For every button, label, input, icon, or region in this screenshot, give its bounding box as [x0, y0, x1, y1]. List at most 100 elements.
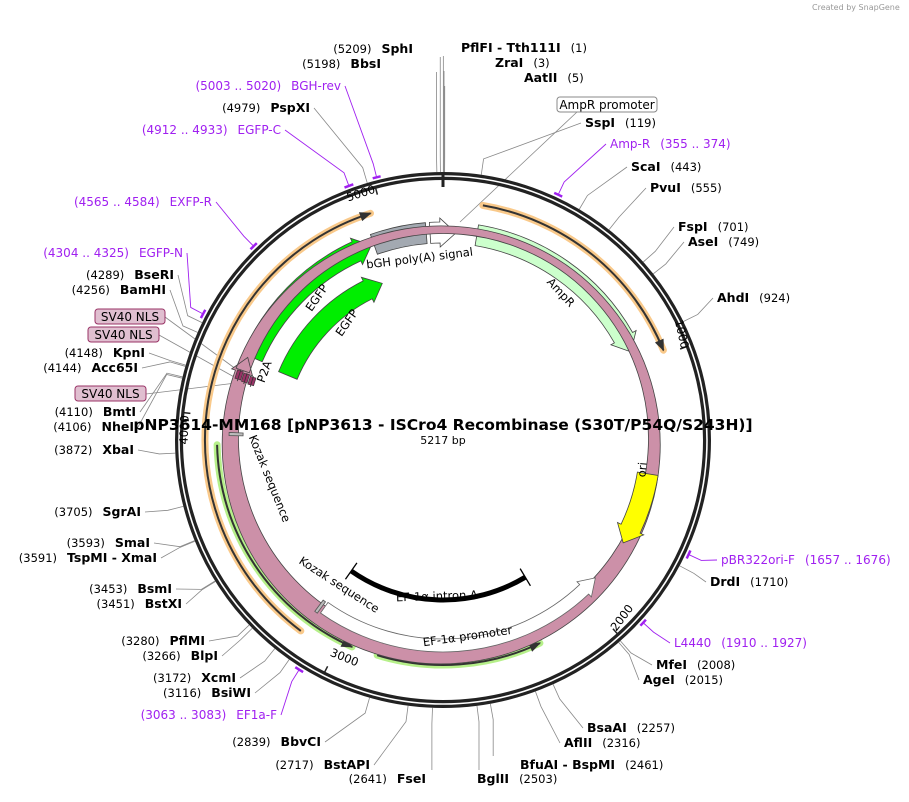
- enzyme-site[interactable]: FspI(701): [678, 219, 749, 234]
- enzyme-label[interactable]: PvuI(555): [650, 180, 722, 195]
- enzyme-label[interactable]: BsaAI(2257): [587, 720, 675, 735]
- enzyme-label[interactable]: (4110)BmtI: [55, 404, 136, 419]
- primer[interactable]: L4440(1910 .. 1927): [639, 618, 807, 650]
- enzyme-site[interactable]: (3453)BsmI: [89, 581, 172, 596]
- primer[interactable]: (4565 .. 4584)EXFP-R: [74, 195, 258, 251]
- orf-line[interactable]: [216, 444, 353, 648]
- enzyme-site[interactable]: SspI(119): [585, 115, 656, 130]
- enzyme-site[interactable]: PflFI - Tth111I(1): [461, 40, 587, 55]
- primer[interactable]: (4912 .. 4933)EGFP-C: [142, 123, 354, 189]
- enzyme-site[interactable]: AgeI(2015): [643, 672, 723, 687]
- primer-label[interactable]: (4304 .. 4325)EGFP-N: [43, 246, 183, 260]
- sv40-nls-label-box[interactable]: SV40 NLS: [94, 308, 166, 325]
- enzyme-site[interactable]: MfeI(2008): [656, 657, 735, 672]
- enzyme-label[interactable]: (4979)PspXI: [222, 100, 310, 115]
- enzyme-label[interactable]: AflII(2316): [564, 735, 641, 750]
- enzyme-label[interactable]: (3266)BlpI: [142, 648, 218, 663]
- enzyme-site[interactable]: AatII(5): [524, 70, 584, 85]
- enzyme-label[interactable]: (3116)BsiWI: [163, 685, 251, 700]
- primer-mark[interactable]: [553, 191, 563, 198]
- primer-label[interactable]: (4565 .. 4584)EXFP-R: [74, 195, 212, 209]
- enzyme-site[interactable]: AseI(749): [688, 234, 759, 249]
- primer-mark[interactable]: [294, 666, 304, 674]
- enzyme-site[interactable]: (3266)BlpI: [142, 648, 218, 663]
- enzyme-label[interactable]: (4106)NheI: [53, 419, 134, 434]
- enzyme-site[interactable]: (4289)BseRI: [86, 267, 174, 282]
- primer-label[interactable]: pBR322ori-F(1657 .. 1676): [721, 553, 891, 567]
- enzyme-site[interactable]: (3705)SgrAI: [54, 504, 141, 519]
- enzyme-site[interactable]: (2839)BbvCI: [232, 734, 321, 749]
- enzyme-label[interactable]: PflFI - Tth111I(1): [461, 40, 587, 55]
- enzyme-label[interactable]: SspI(119): [585, 115, 656, 130]
- feature-ef-1a-intron-a[interactable]: [349, 568, 527, 603]
- orf-line[interactable]: [203, 212, 371, 632]
- feature-ef-1-promoter[interactable]: [319, 577, 596, 653]
- primer-label[interactable]: Amp-R(355 .. 374): [610, 137, 731, 151]
- primer[interactable]: (4304 .. 4325)EGFP-N: [43, 246, 207, 319]
- enzyme-site[interactable]: (4979)PspXI: [222, 100, 310, 115]
- feature-ori[interactable]: [616, 471, 659, 544]
- enzyme-site[interactable]: (3872)XbaI: [54, 442, 134, 457]
- enzyme-label[interactable]: AatII(5): [524, 70, 584, 85]
- enzyme-label[interactable]: (4289)BseRI: [86, 267, 174, 282]
- enzyme-site[interactable]: (4256)BamHI: [72, 282, 166, 297]
- enzyme-label[interactable]: ScaI(443): [631, 159, 701, 174]
- enzyme-label[interactable]: BfuAI - BspMI(2461): [520, 757, 663, 772]
- enzyme-label[interactable]: DrdI(1710): [710, 574, 788, 589]
- enzyme-site[interactable]: BglII(2503): [477, 771, 557, 786]
- enzyme-label[interactable]: (2717)BstAPI: [275, 757, 370, 772]
- primer-mark[interactable]: [199, 309, 207, 319]
- enzyme-site[interactable]: DrdI(1710): [710, 574, 788, 589]
- orf-line[interactable]: [376, 642, 541, 666]
- enzyme-label[interactable]: (5209)SphI: [333, 41, 413, 56]
- enzyme-site[interactable]: (3591)TspMI - XmaI: [19, 550, 157, 565]
- enzyme-site[interactable]: (5209)SphI: [333, 41, 413, 56]
- enzyme-label[interactable]: (3705)SgrAI: [54, 504, 141, 519]
- enzyme-site[interactable]: (4110)BmtI: [55, 404, 136, 419]
- enzyme-label[interactable]: (5198)BbsI: [302, 56, 381, 71]
- primer-mark[interactable]: [372, 175, 381, 180]
- enzyme-label[interactable]: FspI(701): [678, 219, 749, 234]
- enzyme-label[interactable]: (3591)TspMI - XmaI: [19, 550, 157, 565]
- feature-ampr[interactable]: [474, 224, 637, 353]
- enzyme-label[interactable]: ZraI(3): [495, 55, 550, 70]
- primer-mark[interactable]: [249, 242, 258, 251]
- enzyme-label[interactable]: (3872)XbaI: [54, 442, 134, 457]
- enzyme-site[interactable]: (2641)FseI: [349, 771, 426, 786]
- enzyme-label[interactable]: BglII(2503): [477, 771, 557, 786]
- enzyme-site[interactable]: (4144)Acc65I: [43, 360, 138, 375]
- sv40-nls-label-box[interactable]: SV40 NLS: [74, 385, 147, 402]
- primer-label[interactable]: (4912 .. 4933)EGFP-C: [142, 123, 281, 137]
- enzyme-site[interactable]: (3172)XcmI: [153, 670, 236, 685]
- enzyme-label[interactable]: (2641)FseI: [349, 771, 426, 786]
- enzyme-label[interactable]: (3593)SmaI: [67, 535, 150, 550]
- enzyme-site[interactable]: (2717)BstAPI: [275, 757, 370, 772]
- enzyme-site[interactable]: BsaAI(2257): [587, 720, 675, 735]
- enzyme-label[interactable]: (3451)BstXI: [97, 596, 182, 611]
- feature-egfp[interactable]: [242, 237, 372, 363]
- enzyme-site[interactable]: (5198)BbsI: [302, 56, 381, 71]
- primer-mark[interactable]: [639, 618, 647, 627]
- feature-kozak-sequence[interactable]: [314, 599, 327, 614]
- enzyme-site[interactable]: (3451)BstXI: [97, 596, 182, 611]
- primer-label[interactable]: (5003 .. 5020)BGH-rev: [195, 79, 341, 93]
- enzyme-site[interactable]: (4106)NheI: [53, 419, 134, 434]
- enzyme-site[interactable]: (4148)KpnI: [65, 345, 145, 360]
- sv40-nls-label-box[interactable]: SV40 NLS: [87, 326, 160, 343]
- enzyme-label[interactable]: (3453)BsmI: [89, 581, 172, 596]
- enzyme-site[interactable]: AflII(2316): [564, 735, 641, 750]
- enzyme-site[interactable]: (3116)BsiWI: [163, 685, 251, 700]
- feature-egfp[interactable]: [278, 276, 383, 380]
- primer-label[interactable]: (3063 .. 3083)EF1a-F: [141, 708, 278, 722]
- enzyme-site[interactable]: (3593)SmaI: [67, 535, 150, 550]
- primer[interactable]: Amp-R(355 .. 374): [553, 137, 731, 198]
- primer[interactable]: (5003 .. 5020)BGH-rev: [195, 79, 381, 180]
- primer-mark[interactable]: [685, 549, 692, 560]
- orf-line[interactable]: [482, 204, 665, 351]
- enzyme-label[interactable]: (3172)XcmI: [153, 670, 236, 685]
- ampr-promoter-label-box[interactable]: AmpR promoter: [556, 96, 658, 113]
- enzyme-label[interactable]: MfeI(2008): [656, 657, 735, 672]
- primer[interactable]: (3063 .. 3083)EF1a-F: [141, 666, 304, 722]
- enzyme-site[interactable]: BfuAI - BspMI(2461): [520, 757, 663, 772]
- enzyme-label[interactable]: (4148)KpnI: [65, 345, 145, 360]
